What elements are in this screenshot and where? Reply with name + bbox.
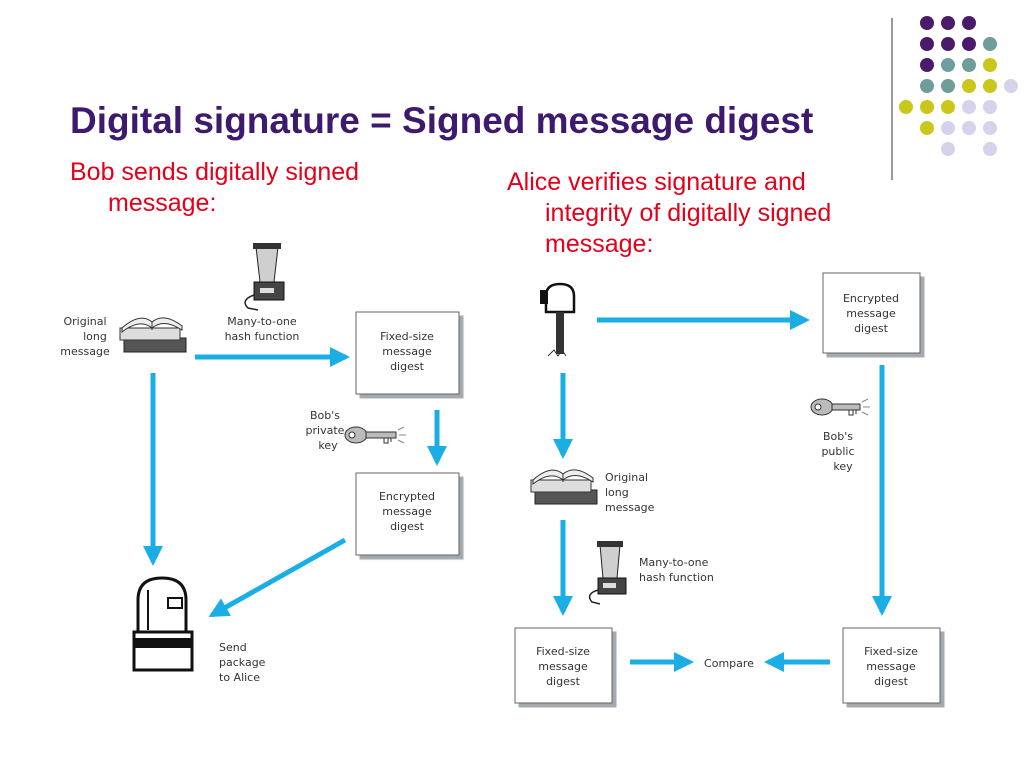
books-icon: [530, 469, 598, 505]
right-arrows: [553, 310, 892, 672]
right-hash-label: hash function: [639, 571, 714, 584]
right-original-label: message: [605, 501, 655, 514]
books-icon: [119, 317, 187, 353]
decorative-dot: [962, 16, 976, 30]
private-key-label: Bob's: [310, 409, 340, 422]
blender-icon: [244, 243, 285, 311]
mailbox-flag-icon: [540, 282, 576, 357]
arrow: [208, 537, 347, 618]
decorative-dot: [920, 37, 934, 51]
decrypted-digest-label: Fixed-size: [864, 645, 918, 658]
decorative-dot: [962, 37, 976, 51]
decorative-dot: [941, 37, 955, 51]
decorative-dot: [941, 121, 955, 135]
decorative-dot: [983, 37, 997, 51]
mailbox-icon: [132, 576, 194, 672]
key-icon: [344, 426, 406, 444]
decorative-dot-grid: [891, 16, 1018, 180]
hash-function-label: Many-to-one: [227, 315, 297, 328]
public-key-label: public: [821, 445, 854, 458]
decorative-dot: [962, 121, 976, 135]
decorative-dot: [983, 79, 997, 93]
decorative-dot: [920, 16, 934, 30]
public-key-label: key: [833, 460, 853, 473]
decrypted-digest-label: message: [866, 660, 916, 673]
send-package-label: to Alice: [219, 671, 260, 684]
digest-box-label: message: [382, 345, 432, 358]
right-hash-label: Many-to-one: [639, 556, 709, 569]
right-caption-line: Alice verifies signature and: [507, 168, 806, 196]
encrypted-box-label: digest: [390, 520, 425, 533]
computed-digest-label: digest: [546, 675, 581, 688]
private-key-label: private: [306, 424, 345, 437]
decorative-dot: [983, 58, 997, 72]
decorative-dot: [920, 58, 934, 72]
right-original-label: long: [605, 486, 629, 499]
decorative-dot: [983, 100, 997, 114]
digest-box-label: Fixed-size: [380, 330, 434, 343]
digest-box: [355, 311, 460, 395]
right-caption-line: message:: [545, 230, 654, 258]
original-message-label: long: [83, 330, 107, 343]
computed-digest-box: [514, 627, 613, 704]
right-original-label: Original: [605, 471, 648, 484]
decorative-dot: [920, 100, 934, 114]
slide-title: Digital signature = Signed message diges…: [70, 100, 814, 141]
hash-function-label: hash function: [225, 330, 300, 343]
right-encrypted-box-label: digest: [854, 322, 889, 335]
public-key-label: Bob's: [823, 430, 853, 443]
decorative-dot: [962, 58, 976, 72]
decorative-dot: [920, 121, 934, 135]
left-caption-line: Bob sends digitally signed: [70, 158, 360, 186]
compare-label: Compare: [704, 657, 754, 670]
decorative-dot: [941, 58, 955, 72]
key-icon: [810, 398, 870, 416]
decorative-dot: [941, 79, 955, 93]
right-encrypted-box-label: message: [846, 307, 896, 320]
private-key-label: key: [318, 439, 338, 452]
send-package-label: Send: [219, 641, 247, 654]
computed-digest-label: message: [538, 660, 588, 673]
decorative-dot: [962, 100, 976, 114]
encrypted-digest-box: [355, 472, 460, 556]
decorative-dot: [983, 142, 997, 156]
decorative-dot: [920, 79, 934, 93]
right-caption: Alice verifies signature and integrity o…: [507, 167, 831, 260]
decorative-dot: [1004, 79, 1018, 93]
blender-icon: [588, 541, 627, 605]
decorative-dot: [941, 142, 955, 156]
decorative-dot: [941, 16, 955, 30]
encrypted-box-label: message: [382, 505, 432, 518]
encrypted-box-label: Encrypted: [379, 490, 435, 503]
decrypted-digest-label: digest: [874, 675, 909, 688]
original-message-label: Original: [63, 315, 106, 328]
decorative-dot: [899, 100, 913, 114]
right-encrypted-digest-box: [822, 272, 921, 354]
original-message-label: message: [60, 345, 110, 358]
right-caption-line: integrity of digitally signed: [545, 199, 832, 227]
decorative-dot: [962, 79, 976, 93]
send-package-label: package: [219, 656, 266, 669]
decorative-dot: [941, 100, 955, 114]
left-caption: Bob sends digitally signed message:: [70, 157, 359, 219]
computed-digest-label: Fixed-size: [536, 645, 590, 658]
left-arrows: [143, 347, 447, 618]
decrypted-digest-box: [842, 627, 941, 704]
digest-box-label: digest: [390, 360, 425, 373]
left-caption-line: message:: [108, 189, 217, 217]
decorative-dot: [983, 121, 997, 135]
right-encrypted-box-label: Encrypted: [843, 292, 899, 305]
